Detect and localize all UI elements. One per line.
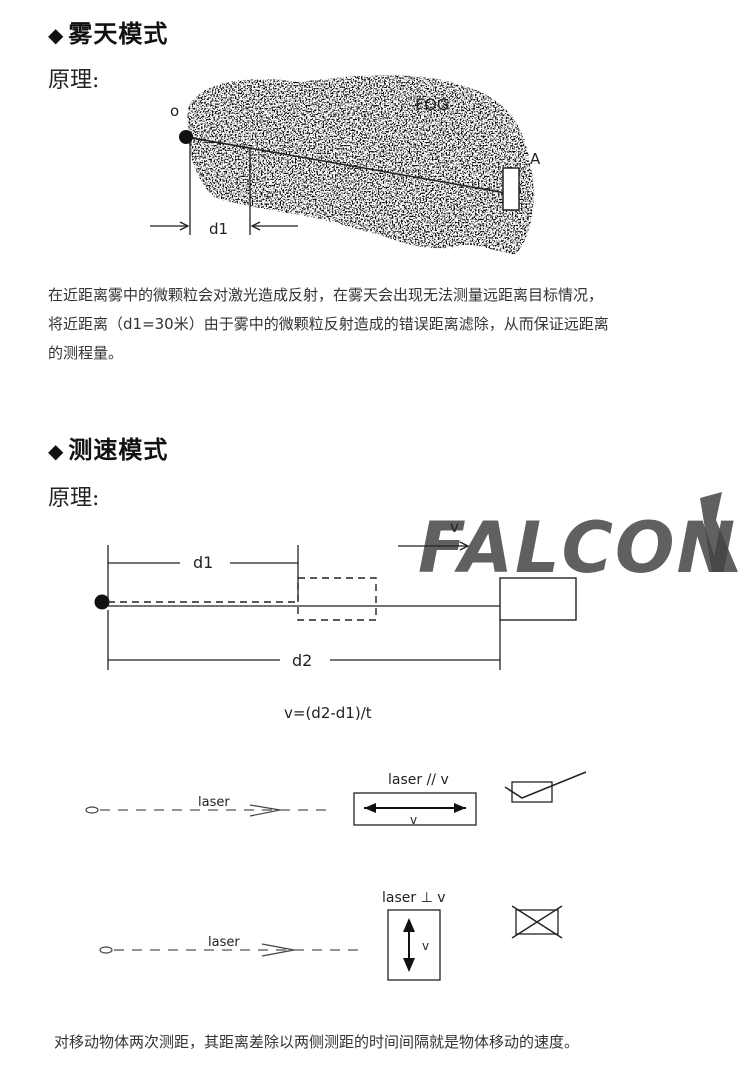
speed-d2-label: d2 bbox=[292, 651, 312, 670]
falcon-logo: FALCON bbox=[418, 492, 738, 589]
laser-perpendicular-diagram: laser ⊥ v laser v bbox=[99, 890, 563, 981]
diamond-bullet-icon: ◆ bbox=[48, 439, 65, 463]
perpendicular-v-label: v bbox=[422, 939, 429, 953]
fog-description-line: 在近距离雾中的微颗粒会对激光造成反射，在雾天会出现无法测量远距离目标情况， bbox=[48, 286, 604, 304]
perpendicular-object-box bbox=[387, 909, 441, 981]
fog-target-box bbox=[502, 167, 520, 211]
speed-formula: v=(d2-d1)/t bbox=[284, 704, 372, 722]
perpendicular-title: laser ⊥ v bbox=[382, 890, 446, 906]
checkmark-box-icon bbox=[504, 771, 587, 803]
speed-diagram: FALCON v d1 d2 v=(d2-d1)/t bbox=[94, 492, 738, 722]
parallel-laser-label: laser bbox=[198, 795, 230, 810]
diamond-bullet-icon: ◆ bbox=[48, 23, 65, 47]
cross-box-icon bbox=[511, 905, 563, 939]
fog-mode-heading: ◆雾天模式 bbox=[48, 14, 168, 49]
fog-description-line: 将近距离（d1=30米）由于雾中的微颗粒反射造成的错误距离滤除，从而保证远距离 bbox=[48, 315, 609, 333]
parallel-v-label: v bbox=[410, 813, 417, 827]
speed-v-label: v bbox=[450, 518, 459, 536]
parallel-title: laser // v bbox=[388, 772, 449, 788]
fog-origin-dot bbox=[179, 130, 193, 144]
speed-description: 对移动物体两次测距，其距离差除以两侧测距的时间间隔就是物体移动的速度。 bbox=[54, 1033, 580, 1051]
fog-target-label: A bbox=[530, 150, 541, 168]
fog-mode-title: 雾天模式 bbox=[68, 19, 169, 48]
fog-description-line: 的测程量。 bbox=[48, 344, 124, 362]
fog-d1-label: d1 bbox=[209, 220, 228, 238]
laser-parallel-diagram: laser // v laser v bbox=[85, 771, 587, 827]
speed-mode-heading: ◆测速模式 bbox=[48, 430, 168, 465]
parallel-emitter bbox=[85, 806, 99, 814]
svg-text:FALCON: FALCON bbox=[418, 507, 737, 589]
speed-mode-title: 测速模式 bbox=[68, 435, 169, 464]
fog-label: FOG bbox=[415, 95, 449, 114]
fog-principle-label: 原理: bbox=[48, 68, 100, 93]
fog-description: 在近距离雾中的微颗粒会对激光造成反射，在雾天会出现无法测量远距离目标情况， 将近… bbox=[48, 281, 748, 368]
speed-origin-dot bbox=[94, 594, 110, 610]
fog-origin-label: o bbox=[170, 102, 179, 120]
perpendicular-laser-label: laser bbox=[208, 935, 240, 950]
speed-d1-label: d1 bbox=[193, 553, 213, 572]
speed-principle-label: 原理: bbox=[48, 486, 100, 511]
second-position-box bbox=[499, 577, 577, 621]
first-position-box bbox=[297, 577, 377, 621]
fog-diagram: o FOG A d1 bbox=[150, 75, 541, 256]
perpendicular-emitter bbox=[99, 946, 113, 954]
